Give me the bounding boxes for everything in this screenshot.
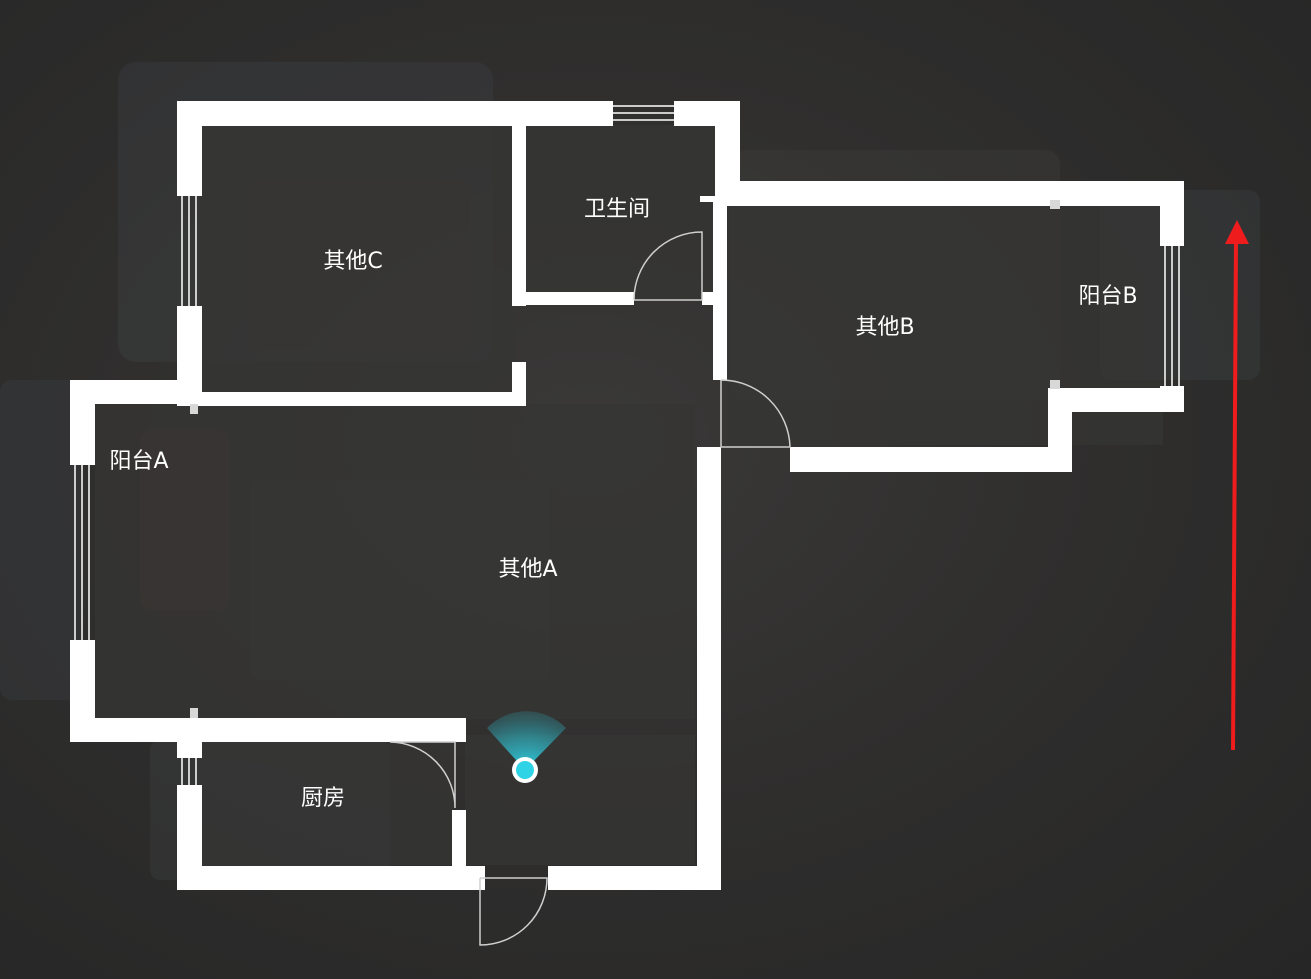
room-label-balcony-b: 阳台B	[1078, 284, 1137, 309]
viewpoint-camera-icon[interactable]	[487, 711, 566, 783]
north-arrow-icon	[1225, 220, 1249, 751]
room-label-bathroom: 卫生间	[584, 197, 650, 222]
walls	[70, 101, 1184, 890]
doors	[389, 231, 791, 946]
room-label-kitchen: 厨房	[301, 786, 345, 811]
wall-ticks	[190, 200, 1060, 718]
windows	[74, 105, 1180, 785]
room-labels: 其他C 卫生间 其他B 阳台B 阳台A 其他A 厨房	[109, 197, 1137, 811]
floors	[95, 125, 1163, 865]
room-label-other-a: 其他A	[498, 557, 557, 582]
room-label-balcony-a: 阳台A	[109, 449, 168, 474]
room-label-other-b: 其他B	[855, 315, 914, 340]
room-label-other-c: 其他C	[323, 249, 382, 274]
